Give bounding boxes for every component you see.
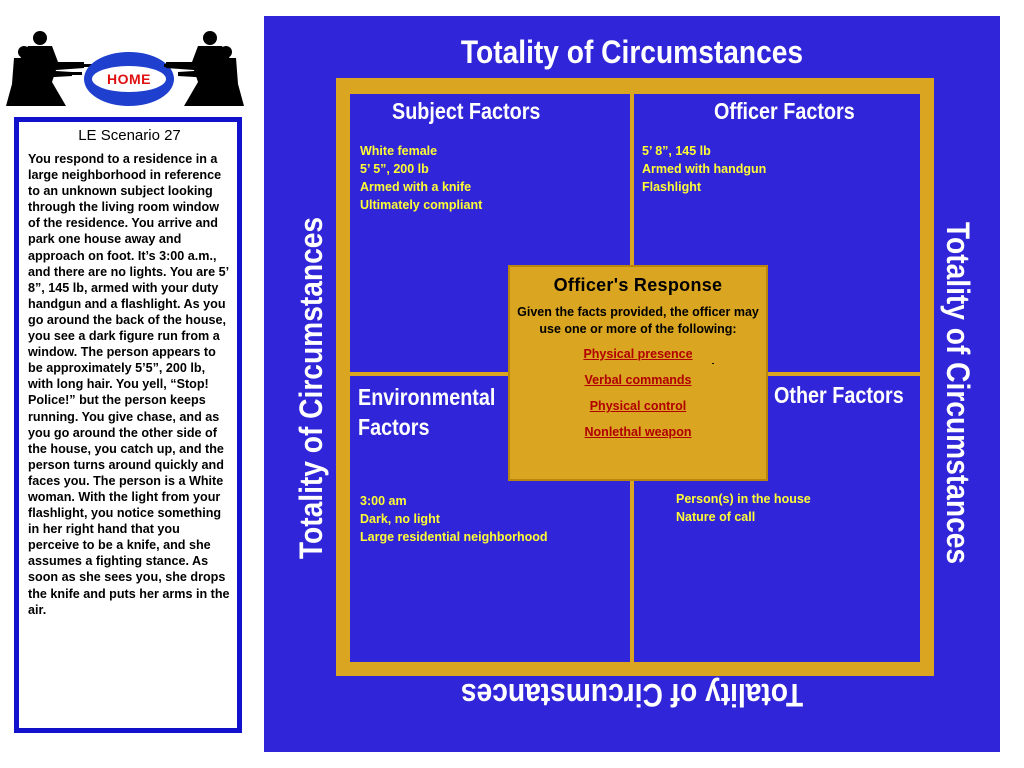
subject-factors-heading: Subject Factors bbox=[392, 98, 541, 124]
list-item: 5’ 8”, 145 lb bbox=[642, 144, 711, 158]
list-item: Person(s) in the house bbox=[676, 492, 811, 506]
environmental-factors-quadrant: Environmental Factors 3:00 am Dark, no l… bbox=[350, 376, 630, 662]
border-title-right: Totality of Circumstances bbox=[940, 221, 976, 565]
list-item: Ultimately compliant bbox=[360, 198, 483, 212]
other-factors-list: Person(s) in the house Nature of call bbox=[676, 490, 811, 526]
stray-mark bbox=[712, 363, 714, 364]
officer-silhouette-icon bbox=[164, 31, 244, 106]
home-button-label: HOME bbox=[92, 66, 166, 92]
list-item: Flashlight bbox=[642, 180, 702, 194]
environmental-factors-heading-line2: Factors bbox=[358, 414, 430, 440]
other-factors-heading: Other Factors bbox=[774, 382, 904, 408]
list-item: Armed with handgun bbox=[642, 162, 767, 176]
officer-factors-heading: Officer Factors bbox=[714, 98, 855, 124]
subject-factors-list: White female 5’ 5”, 200 lb Armed with a … bbox=[360, 142, 482, 214]
list-item: 5’ 5”, 200 lb bbox=[360, 162, 429, 176]
header-logo: HOME bbox=[6, 28, 244, 110]
officer-response-box: Officer's Response Given the facts provi… bbox=[508, 265, 768, 481]
scenario-text: You respond to a residence in a large ne… bbox=[28, 152, 230, 617]
list-item: Armed with a knife bbox=[360, 180, 472, 194]
officer-response-intro: Given the facts provided, the officer ma… bbox=[517, 305, 759, 336]
list-item: Large residential neighborhood bbox=[360, 530, 548, 544]
environmental-factors-heading: Environmental bbox=[358, 384, 496, 410]
officer-silhouette-icon bbox=[6, 31, 94, 106]
officer-response-title: Officer's Response bbox=[553, 275, 723, 295]
totality-diagram: Totality of Circumstances Totality of Ci… bbox=[264, 16, 1000, 752]
border-title-bottom: Totality of Circumstances bbox=[460, 677, 804, 713]
list-item: Nature of call bbox=[676, 510, 756, 524]
physical-control-link[interactable]: Physical control bbox=[589, 399, 687, 413]
list-item: White female bbox=[360, 144, 438, 158]
border-title-top: Totality of Circumstances bbox=[460, 34, 804, 70]
factors-frame: Subject Factors White female 5’ 5”, 200 … bbox=[336, 78, 934, 676]
border-title-left: Totality of Circumstances bbox=[293, 216, 329, 560]
list-item: Dark, no light bbox=[360, 512, 440, 526]
list-item: 3:00 am bbox=[360, 494, 407, 508]
scenario-panel: LE Scenario 27 You respond to a residenc… bbox=[14, 117, 242, 733]
scenario-title: LE Scenario 27 bbox=[78, 127, 181, 144]
home-button[interactable]: HOME bbox=[84, 52, 174, 106]
verbal-commands-link[interactable]: Verbal commands bbox=[584, 373, 692, 387]
officer-factors-list: 5’ 8”, 145 lb Armed with handgun Flashli… bbox=[642, 142, 766, 196]
physical-presence-link[interactable]: Physical presence bbox=[583, 347, 693, 361]
environmental-factors-list: 3:00 am Dark, no light Large residential… bbox=[360, 492, 548, 546]
nonlethal-weapon-link[interactable]: Nonlethal weapon bbox=[584, 425, 692, 439]
